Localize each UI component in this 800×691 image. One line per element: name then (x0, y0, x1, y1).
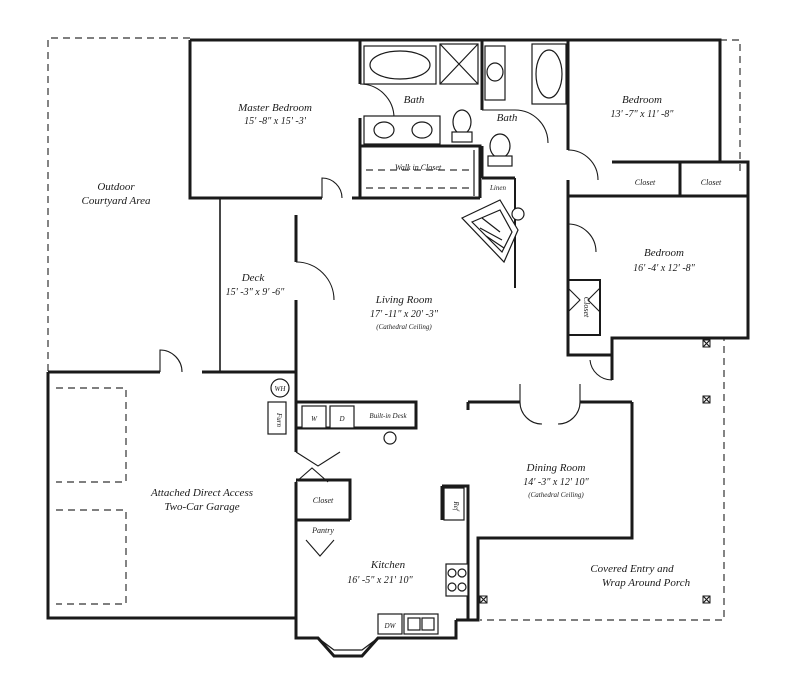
deck-label: Deck (241, 272, 266, 284)
bedroom-1-dims: 13' -7" x 11' -8" (610, 109, 674, 120)
courtyard-label-line1: Outdoor (97, 181, 135, 193)
kitchen-label: Kitchen (370, 559, 406, 571)
fireplace (460, 199, 525, 264)
pantry-label: Pantry (311, 526, 334, 535)
interior-walls (296, 40, 748, 620)
washer-label: W (311, 415, 318, 423)
built-in-desk-label: Built-in Desk (369, 412, 407, 420)
walk-in-closet-label: Walk in Closet (395, 163, 442, 172)
garage-label-line2: Two-Car Garage (164, 501, 239, 513)
furnace-label: Furn (275, 412, 283, 428)
master-bedroom-dims: 15' -8" x 15' -3' (244, 116, 307, 127)
porch-label-line2: Wrap Around Porch (602, 577, 691, 589)
courtyard-label-line2: Courtyard Area (82, 195, 151, 207)
dryer-label: D (338, 415, 344, 423)
living-room-dims: 17' -11" x 20' -3" (370, 309, 439, 320)
utility-fixtures (267, 378, 469, 651)
dining-room-note: (Cathedral Ceiling) (528, 491, 584, 499)
porch-posts (479, 339, 711, 604)
master-bath-label: Bath (404, 94, 425, 106)
bedroom-2-label: Bedroom (644, 247, 684, 259)
closet-1-label: Closet (635, 178, 656, 187)
porch-label-line1: Covered Entry and (590, 563, 674, 575)
refrigerator-label: Ref (452, 500, 460, 511)
garage-bays (56, 387, 127, 605)
dining-room-dims: 14' -3" x 12' 10" (523, 477, 589, 488)
hall-bath-fixtures (484, 43, 567, 167)
bedroom-2-dims: 16' -4' x 12' -8" (633, 263, 696, 274)
windows (100, 39, 749, 619)
dining-room-label: Dining Room (526, 462, 586, 474)
bedroom-1-label: Bedroom (622, 94, 662, 106)
linen-label: Linen (489, 184, 506, 192)
master-bedroom-label: Master Bedroom (237, 102, 312, 114)
closet-4-label: Closet (313, 496, 334, 505)
dishwasher-label: DW (384, 622, 397, 630)
master-bath-fixtures (363, 43, 479, 196)
garage-label-line1: Attached Direct Access (150, 487, 253, 499)
hall-bath-label: Bath (497, 112, 518, 124)
closet-2-label: Closet (701, 178, 722, 187)
living-room-label: Living Room (375, 294, 433, 306)
living-room-note: (Cathedral Ceiling) (376, 323, 432, 331)
water-heater-label: WH (275, 385, 287, 393)
closet-3-label: Closet (582, 297, 591, 318)
kitchen-dims: 16' -5" x 21' 10" (347, 575, 413, 586)
deck-dims: 15' -3" x 9' -6" (226, 287, 286, 298)
